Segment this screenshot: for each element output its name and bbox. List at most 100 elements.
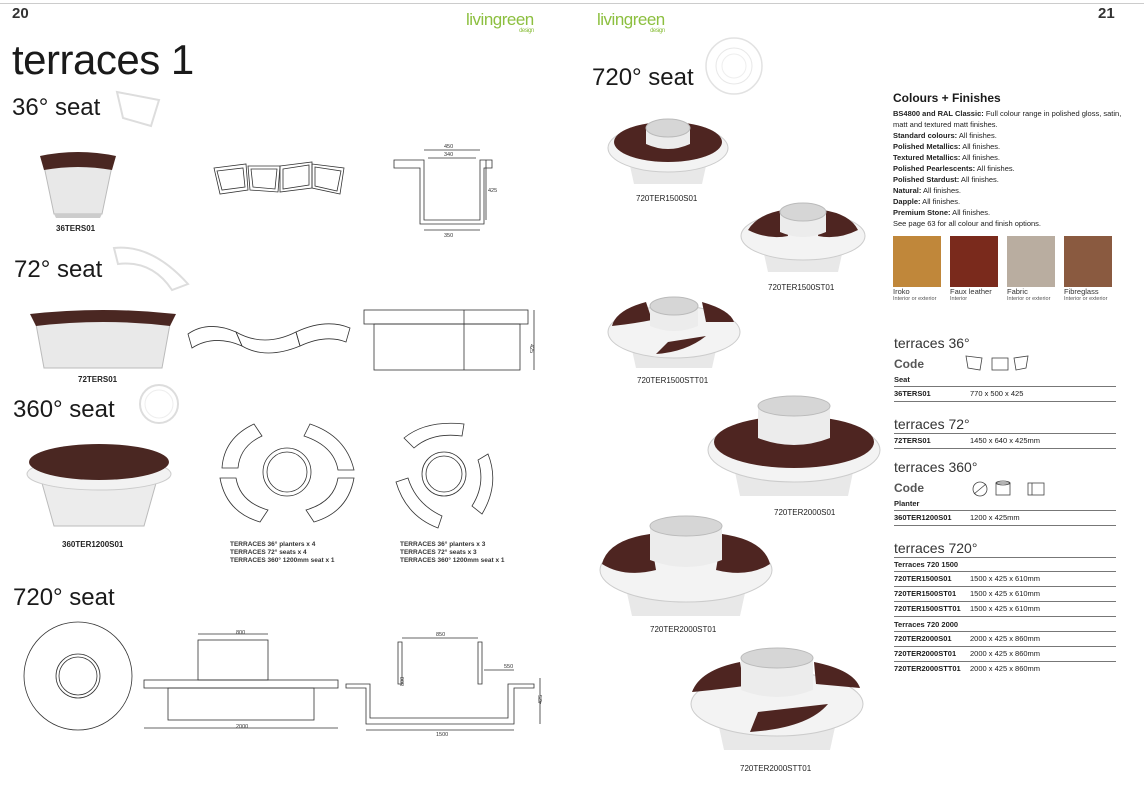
spec-row-360: 360TER1200S01 1200 x 425mm — [894, 511, 1116, 526]
dim-height-72: 425 — [528, 344, 534, 353]
swatch-sub: Interior — [950, 296, 968, 302]
product-code-720-2: 720TER1500ST01 — [768, 283, 835, 292]
section-36-drawing: 450 340 425 350 — [393, 144, 497, 239]
spec-code-label-36: Code — [894, 357, 924, 371]
product-photo-360 — [26, 444, 172, 527]
seat-72-icon — [112, 246, 190, 292]
swatch-sub: Interior or exterior — [1007, 296, 1051, 302]
plan-360-a-drawing — [219, 423, 355, 523]
dim-h2-720: 425 — [538, 695, 544, 704]
product-photo-72 — [30, 310, 176, 369]
colour-finish-text: All finishes. — [957, 131, 997, 140]
section-heading-36: 36° seat — [12, 94, 101, 121]
page-title: terraces 1 — [12, 36, 194, 83]
colour-finish-line: Premium Stone: All finishes. — [893, 207, 1123, 218]
plan-360-b-drawing — [395, 422, 494, 529]
product-photo-720-2 — [740, 202, 866, 272]
dim-base: 350 — [444, 233, 453, 239]
swatch-color — [1007, 236, 1055, 287]
colour-finish-line: See page 63 for all colour and finish op… — [893, 218, 1123, 229]
spec-code-label-360: Code — [894, 481, 924, 495]
colour-finish-line: Polished Metallics: All finishes. — [893, 141, 1123, 152]
spec-code-cell: 720TER1500STT01 — [894, 604, 961, 613]
note-line: TERRACES 360° 1200mm seat x 1 — [400, 557, 505, 564]
dim-width-720: 2000 — [236, 724, 248, 730]
colour-finish-label: Textured Metallics: — [893, 153, 961, 162]
dim-inner: 340 — [444, 152, 453, 158]
colour-finish-line: Polished Pearlescents: All finishes. — [893, 163, 1123, 174]
spec-row-720-2000-3: 720TER2000STT01 2000 x 425 x 860mm — [894, 662, 1116, 677]
colour-finish-label: Polished Stardust: — [893, 175, 960, 184]
product-code-72: 72TERS01 — [78, 375, 118, 384]
colour-finish-line: matt and textured matt finishes. — [893, 119, 1123, 130]
section-heading-72: 72° seat — [14, 256, 103, 283]
product-code-720-6: 720TER2000STT01 — [740, 764, 812, 773]
swatch-sub: Interior or exterior — [893, 296, 937, 302]
spec-code-cell: 720TER2000STT01 — [894, 664, 961, 673]
notes-360-a: TERRACES 36° planters x 4 TERRACES 72° s… — [230, 541, 335, 565]
spec-size-cell: 1500 x 425 x 610mm — [970, 604, 1041, 613]
elevation-720-drawing: 800 2000 — [143, 630, 339, 730]
logo-word: livingreen — [466, 10, 534, 29]
swatch-color — [1064, 236, 1112, 287]
spec-rule — [894, 557, 1116, 558]
swatch-color — [950, 236, 998, 287]
spec-group-720-2000: Terraces 720 2000 — [894, 620, 959, 629]
colour-finish-text: All finishes. — [960, 142, 1001, 151]
spec-rule — [894, 433, 1116, 434]
swatch-label: Fabric — [1007, 287, 1028, 296]
spec-size-cell: 2000 x 425 x 860mm — [970, 649, 1041, 658]
product-code-720-5: 720TER2000ST01 — [650, 625, 717, 634]
spec-code-cell: 72TERS01 — [894, 436, 931, 445]
colour-finish-label: Standard colours: — [893, 131, 958, 140]
product-photo-36 — [40, 152, 116, 218]
colour-finish-text: Full colour range in polished gloss, sat… — [983, 109, 1122, 118]
dim-step-720: 550 — [504, 664, 513, 670]
spec-rule — [894, 571, 1116, 572]
product-photo-720-1 — [607, 118, 729, 184]
spec-36-icons — [965, 355, 1029, 371]
dim-top-720: 800 — [236, 630, 245, 636]
dim-base-720: 1500 — [436, 732, 448, 738]
spec-row-36: 36TERS01 770 x 500 x 425 — [894, 387, 1116, 402]
product-photo-720-6 — [690, 647, 864, 750]
note-line: TERRACES 72° seats x 3 — [400, 549, 477, 556]
page-number-left: 20 — [12, 5, 29, 22]
product-code-36: 36TERS01 — [56, 224, 96, 233]
spec-row-720-1500-2: 720TER1500ST01 1500 x 425 x 610mm — [894, 587, 1116, 602]
spec-size-cell: 770 x 500 x 425 — [970, 389, 1024, 398]
spec-size-cell: 2000 x 425 x 860mm — [970, 664, 1041, 673]
colour-finish-line: Dapple: All finishes. — [893, 196, 1123, 207]
colours-title: Colours + Finishes — [893, 91, 1001, 105]
spec-sub-36: Seat — [894, 375, 910, 384]
spec-row-72: 72TERS01 1450 x 640 x 425mm — [894, 434, 1116, 449]
elevation-72-drawing: 425 — [363, 309, 535, 371]
plan-720-drawing — [23, 621, 133, 731]
product-code-360: 360TER1200S01 — [62, 540, 124, 549]
spec-group-720-1500: Terraces 720 1500 — [894, 560, 959, 569]
colour-finish-text: matt and textured matt finishes. — [893, 120, 998, 129]
colour-finish-text: All finishes. — [950, 208, 991, 217]
colour-finish-text: All finishes. — [921, 186, 961, 195]
note-line: TERRACES 36° planters x 3 — [400, 541, 486, 548]
spec-size-cell: 1200 x 425mm — [970, 513, 1020, 522]
colour-finish-line: BS4800 and RAL Classic: Full colour rang… — [893, 108, 1123, 119]
swatch-sub: Interior or exterior — [1064, 296, 1108, 302]
product-code-720-1: 720TER1500S01 — [636, 194, 698, 203]
section-720-drawing: 850 550 800 425 1500 — [345, 632, 544, 738]
page-number-right: 21 — [1098, 5, 1115, 22]
seat-36-icon — [115, 90, 161, 128]
top-rule — [0, 3, 1144, 4]
spec-rule — [894, 510, 1116, 511]
colour-finish-text: All finishes. — [920, 197, 961, 206]
spec-row-720-2000-2: 720TER2000ST01 2000 x 425 x 860mm — [894, 647, 1116, 662]
swatch-label: Iroko — [893, 287, 910, 296]
section-heading-720-right: 720° seat — [592, 64, 694, 91]
seat-360-icon — [139, 384, 179, 424]
colour-finish-text: See page 63 for all colour and finish op… — [893, 219, 1042, 228]
logo-left: livingreen design — [466, 10, 534, 34]
spec-row-720-2000-1: 720TER2000S01 2000 x 425 x 860mm — [894, 632, 1116, 647]
